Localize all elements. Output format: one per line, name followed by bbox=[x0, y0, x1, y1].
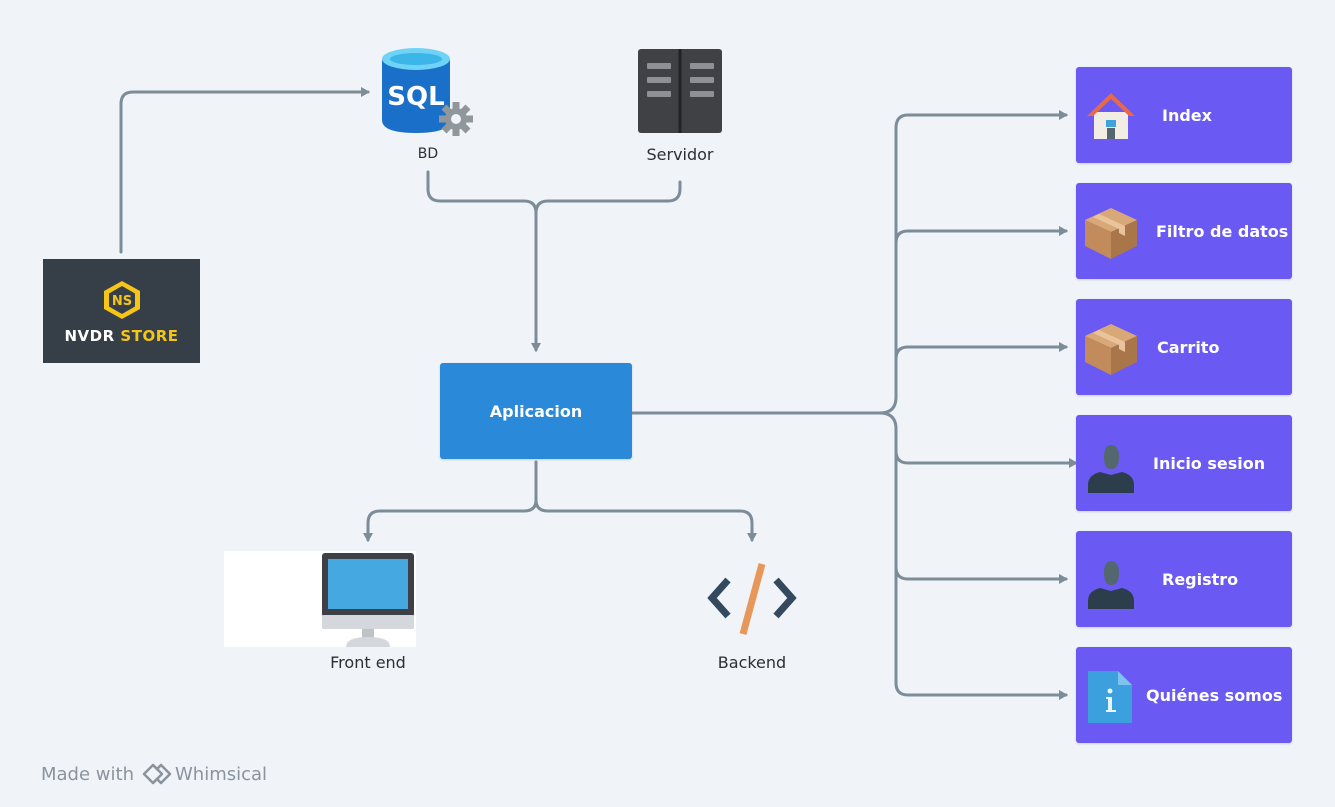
user-icon bbox=[1088, 561, 1134, 609]
page-card-quienes-somos[interactable]: Quiénes somos bbox=[1076, 647, 1292, 743]
svg-text:SQL: SQL bbox=[387, 82, 444, 112]
connector-app-trunk bbox=[631, 110, 1068, 415]
connector-page-3 bbox=[894, 342, 1068, 361]
page-card-index[interactable]: Index bbox=[1076, 67, 1292, 163]
database-label: BD bbox=[417, 146, 439, 162]
application-label: Aplicacion bbox=[489, 401, 583, 421]
page-card-inicio-sesion[interactable]: Inicio sesion bbox=[1076, 415, 1292, 511]
page-label-quienes-somos: Quiénes somos bbox=[1146, 685, 1283, 705]
frontend-node bbox=[224, 551, 416, 647]
whimsical-logo-icon bbox=[142, 763, 172, 785]
frontend-label: Front end bbox=[330, 653, 406, 672]
user-icon bbox=[1088, 445, 1134, 493]
connector-app-backend bbox=[534, 498, 757, 542]
footer-prefix: Made with bbox=[41, 763, 134, 785]
server-node bbox=[638, 49, 722, 137]
server-icon bbox=[638, 49, 722, 133]
logo-text: NVDR STORE bbox=[64, 327, 179, 345]
connector-bd-app bbox=[426, 170, 541, 352]
connector-app-trunk-down bbox=[878, 411, 1068, 700]
connector-page-4 bbox=[894, 449, 1078, 468]
page-card-registro[interactable]: Registro bbox=[1076, 531, 1292, 627]
connector-page-5 bbox=[894, 565, 1068, 584]
box-icon bbox=[1085, 324, 1137, 375]
svg-text:NS: NS bbox=[112, 294, 132, 309]
server-label: Servidor bbox=[646, 145, 714, 164]
backend-node bbox=[704, 560, 800, 640]
page-label-index: Index bbox=[1162, 105, 1212, 125]
monitor-icon bbox=[322, 553, 414, 647]
box-icon bbox=[1085, 208, 1137, 259]
connector-server-app bbox=[534, 180, 682, 215]
page-label-registro: Registro bbox=[1162, 569, 1239, 589]
database-node: SQL bbox=[378, 45, 478, 140]
nvdr-store-logo: NS NVDR STORE bbox=[43, 259, 200, 363]
footer-brand: Whimsical bbox=[174, 763, 268, 785]
backend-label: Backend bbox=[717, 653, 787, 672]
store-monogram-icon: NS bbox=[104, 281, 140, 319]
page-card-filtro-datos[interactable]: Filtro de datos bbox=[1076, 183, 1292, 279]
page-label-filtro-datos: Filtro de datos bbox=[1156, 221, 1289, 241]
code-icon bbox=[707, 563, 797, 635]
house-icon bbox=[1087, 93, 1135, 139]
sql-database-icon: SQL bbox=[382, 48, 473, 136]
application-node[interactable]: Aplicacion bbox=[440, 363, 632, 459]
made-with-whimsical-footer[interactable]: Made with Whimsical bbox=[41, 763, 267, 785]
connector-logo-bd bbox=[119, 87, 370, 254]
connector-app-frontend bbox=[363, 460, 538, 542]
connector-page-2 bbox=[894, 226, 1068, 245]
info-icon bbox=[1088, 671, 1132, 723]
page-label-carrito: Carrito bbox=[1157, 337, 1220, 357]
page-card-carrito[interactable]: Carrito bbox=[1076, 299, 1292, 395]
page-label-inicio-sesion: Inicio sesion bbox=[1153, 453, 1266, 473]
